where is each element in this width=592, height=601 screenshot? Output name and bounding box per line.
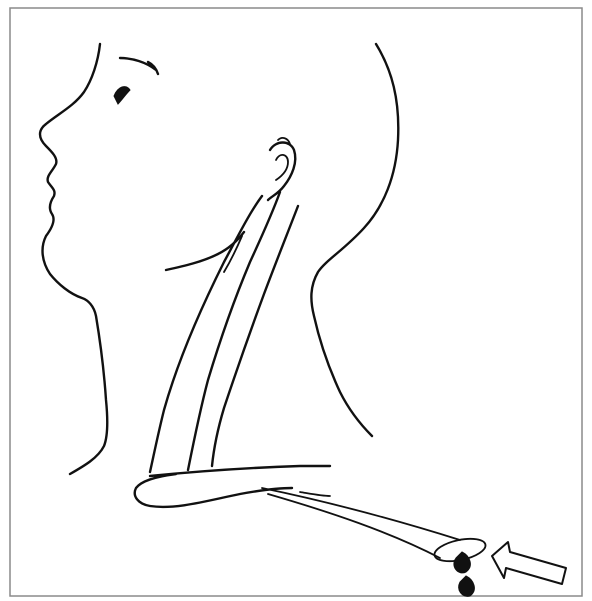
face-profile-outline xyxy=(40,44,107,474)
eyebrow-line xyxy=(120,58,158,74)
drop-lower xyxy=(459,576,475,596)
needle-shaft-upper xyxy=(262,488,460,540)
clavicle-bone xyxy=(135,466,330,507)
pointer-arrow-icon xyxy=(492,542,566,584)
figure-frame xyxy=(10,8,582,596)
eye-mark xyxy=(114,87,130,104)
ear-inner xyxy=(276,155,288,180)
drop-upper xyxy=(454,552,470,573)
ear-outline xyxy=(268,143,295,201)
neck-muscle-split-line xyxy=(224,236,242,272)
jawline xyxy=(166,232,244,270)
neck-muscle-mid-line xyxy=(188,192,280,470)
skull-back-outline xyxy=(311,44,398,436)
needle-tip-accent xyxy=(300,492,330,496)
neck-muscle-back-line xyxy=(212,206,298,466)
neck-muscle-front-line xyxy=(150,196,262,472)
